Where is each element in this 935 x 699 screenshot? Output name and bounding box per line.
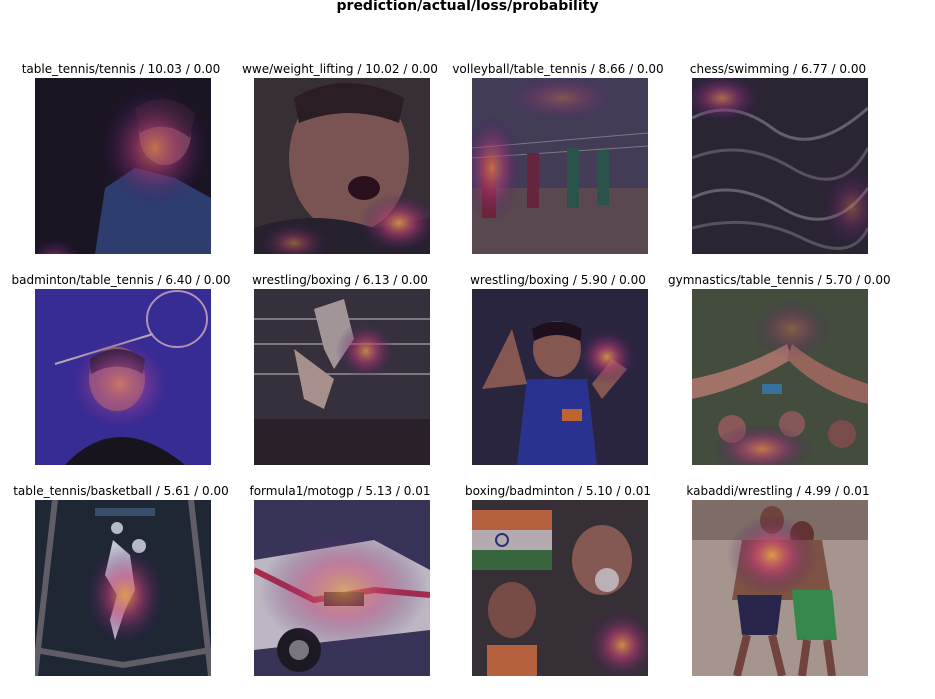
heatmap-image <box>254 500 430 676</box>
panel-caption: wrestling/boxing / 5.90 / 0.00 <box>470 273 646 287</box>
heatmap-image <box>692 500 868 676</box>
panel-caption: badminton/table_tennis / 6.40 / 0.00 <box>11 273 231 287</box>
panel-caption: kabaddi/wrestling / 4.99 / 0.01 <box>686 484 870 498</box>
panel-caption: table_tennis/tennis / 10.03 / 0.00 <box>21 62 221 76</box>
panel-caption: volleyball/table_tennis / 8.66 / 0.00 <box>452 62 664 76</box>
heatmap-image <box>35 500 211 676</box>
panel-caption: formula1/motogp / 5.13 / 0.01 <box>249 484 431 498</box>
panel-caption: boxing/badminton / 5.10 / 0.01 <box>465 484 651 498</box>
heatmap-image <box>35 78 211 254</box>
heatmap-image <box>472 78 648 254</box>
heatmap-image <box>35 289 211 465</box>
heatmap-image <box>692 78 868 254</box>
panel-caption: gymnastics/table_tennis / 5.70 / 0.00 <box>668 273 891 287</box>
heatmap-image <box>472 500 648 676</box>
panel-caption: chess/swimming / 6.77 / 0.00 <box>689 62 867 76</box>
panel-caption: table_tennis/basketball / 5.61 / 0.00 <box>13 484 229 498</box>
heatmap-image <box>472 289 648 465</box>
panel-caption: wwe/weight_lifting / 10.02 / 0.00 <box>242 62 438 76</box>
heatmap-image <box>254 289 430 465</box>
panel-caption: wrestling/boxing / 6.13 / 0.00 <box>252 273 428 287</box>
heatmap-image <box>692 289 868 465</box>
figure-title: prediction/actual/loss/probability <box>336 0 599 14</box>
heatmap-image <box>254 78 430 254</box>
